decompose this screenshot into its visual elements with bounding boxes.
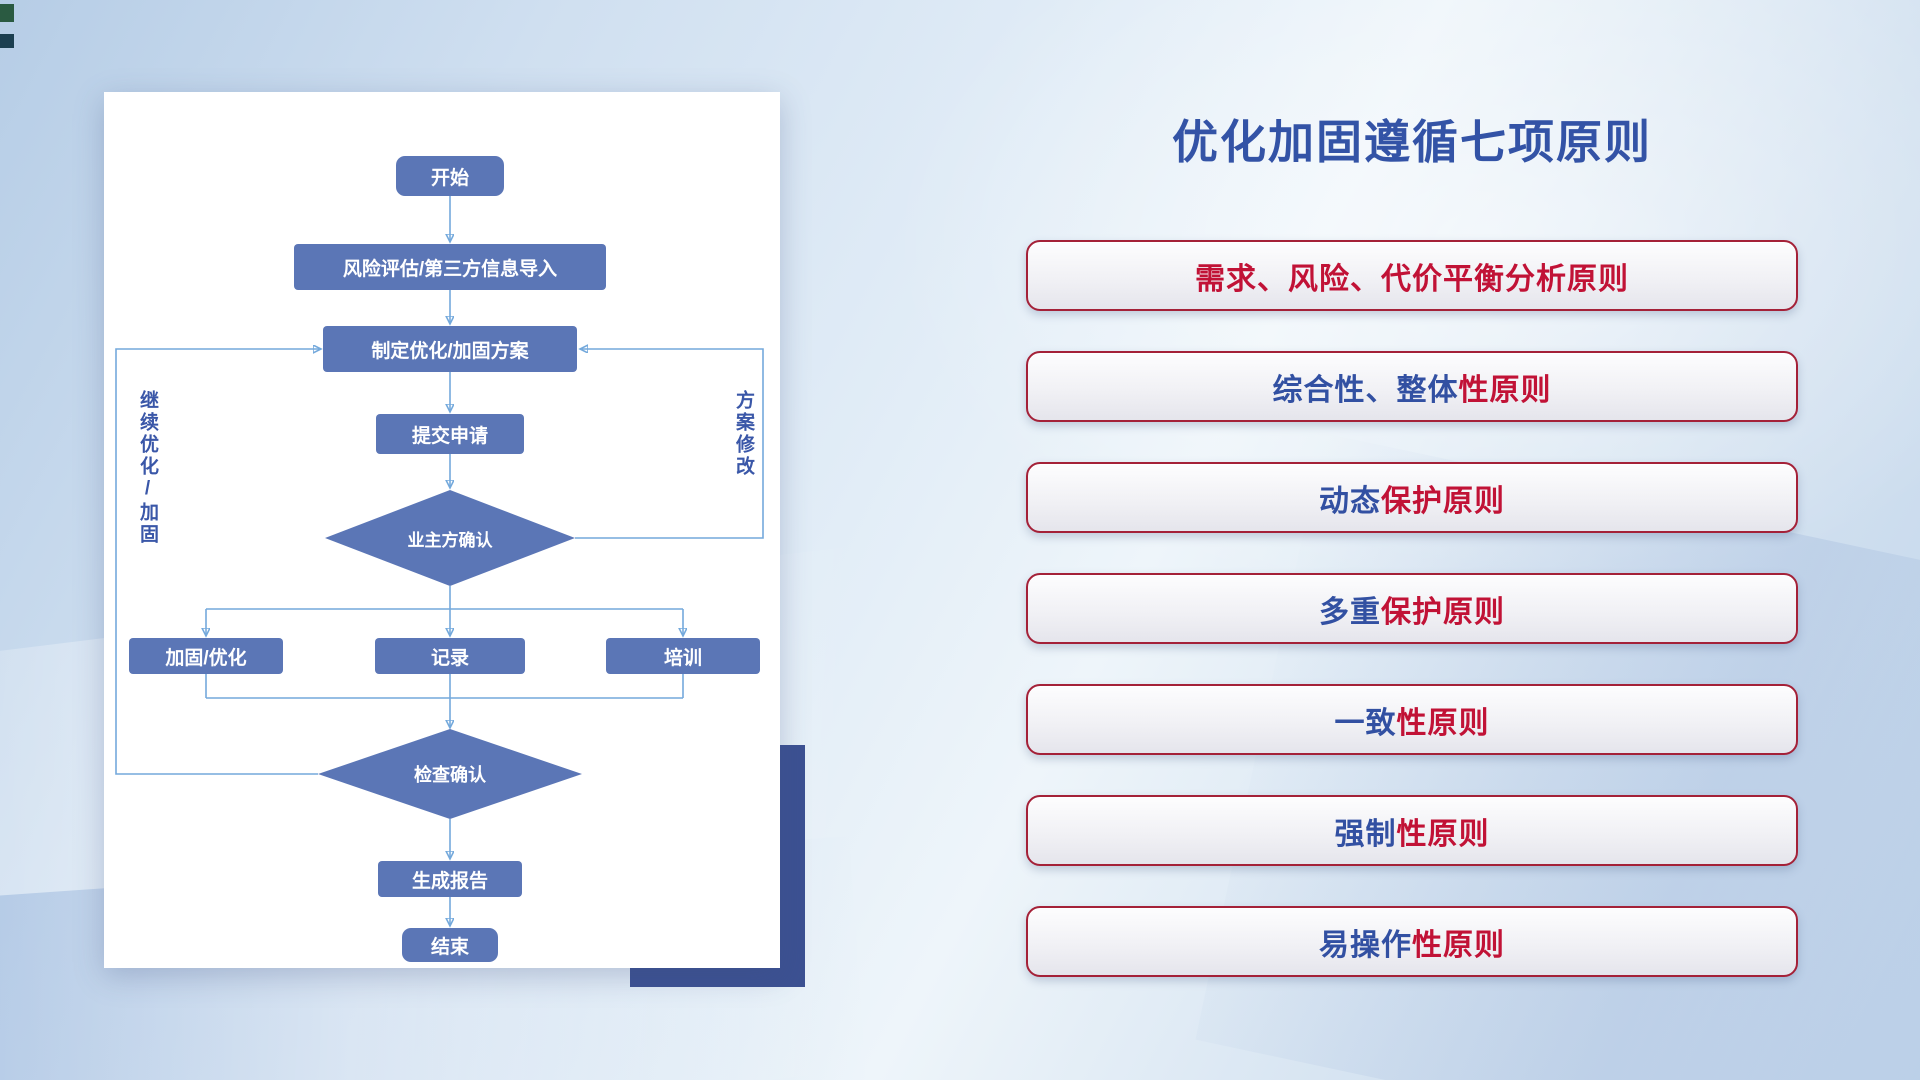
principle-text-red: 性原则 bbox=[1396, 706, 1490, 740]
principle-text-red: 性原则 bbox=[1458, 373, 1552, 407]
flow-node-harden: 加固/优化 bbox=[129, 638, 283, 674]
principle-text-red: 性原则 bbox=[1396, 817, 1490, 851]
flowchart-card: 开始 风险评估/第三方信息导入 制定优化/加固方案 提交申请 业主方确认 加固/… bbox=[104, 92, 780, 968]
corner-mark bbox=[0, 4, 14, 22]
flow-node-risk-import: 风险评估/第三方信息导入 bbox=[294, 244, 606, 290]
principle-text-blue: 动态 bbox=[1319, 484, 1381, 518]
flow-loop-label-continue: 继续优化/加固 bbox=[137, 390, 158, 546]
flow-node-record: 记录 bbox=[375, 638, 525, 674]
flow-node-report: 生成报告 bbox=[378, 861, 522, 897]
principles-title: 优化加固遵循七项原则 bbox=[1172, 116, 1652, 168]
principle-item-1: 需求、风险、代价平衡分析原则 bbox=[1026, 240, 1798, 311]
flow-node-submit: 提交申请 bbox=[376, 414, 524, 454]
flow-node-end: 结束 bbox=[402, 928, 498, 962]
principle-item-4: 多重保护原则 bbox=[1026, 573, 1798, 644]
principle-text-blue: 一致 bbox=[1334, 706, 1397, 740]
flow-loop-label-revise: 方案修改 bbox=[733, 390, 754, 478]
principle-text-blue: 强制 bbox=[1334, 817, 1397, 851]
corner-mark bbox=[0, 34, 14, 48]
principle-item-5: 一致性原则 bbox=[1026, 684, 1798, 755]
principle-item-7: 易操作性原则 bbox=[1026, 906, 1798, 977]
principle-item-3: 动态保护原则 bbox=[1026, 462, 1798, 533]
principle-text-blue: 综合性、整体 bbox=[1272, 373, 1459, 407]
flow-node-train: 培训 bbox=[606, 638, 760, 674]
principle-item-2: 综合性、整体性原则 bbox=[1026, 351, 1798, 422]
principle-text-blue: 易操作 bbox=[1319, 928, 1412, 962]
principles-list: 需求、风险、代价平衡分析原则 综合性、整体性原则 动态保护原则 多重保护原则 一… bbox=[1026, 240, 1798, 977]
flow-node-start: 开始 bbox=[396, 156, 504, 196]
principle-item-6: 强制性原则 bbox=[1026, 795, 1798, 866]
flow-node-make-plan: 制定优化/加固方案 bbox=[323, 326, 577, 372]
principle-text-red: 保护原则 bbox=[1381, 484, 1505, 518]
principle-text-blue: 多重 bbox=[1319, 595, 1381, 629]
principle-text-red: 需求、风险、代价平衡分析原则 bbox=[1195, 262, 1629, 296]
principle-text-red: 保护原则 bbox=[1381, 595, 1505, 629]
principle-text-red: 性原则 bbox=[1412, 928, 1505, 962]
